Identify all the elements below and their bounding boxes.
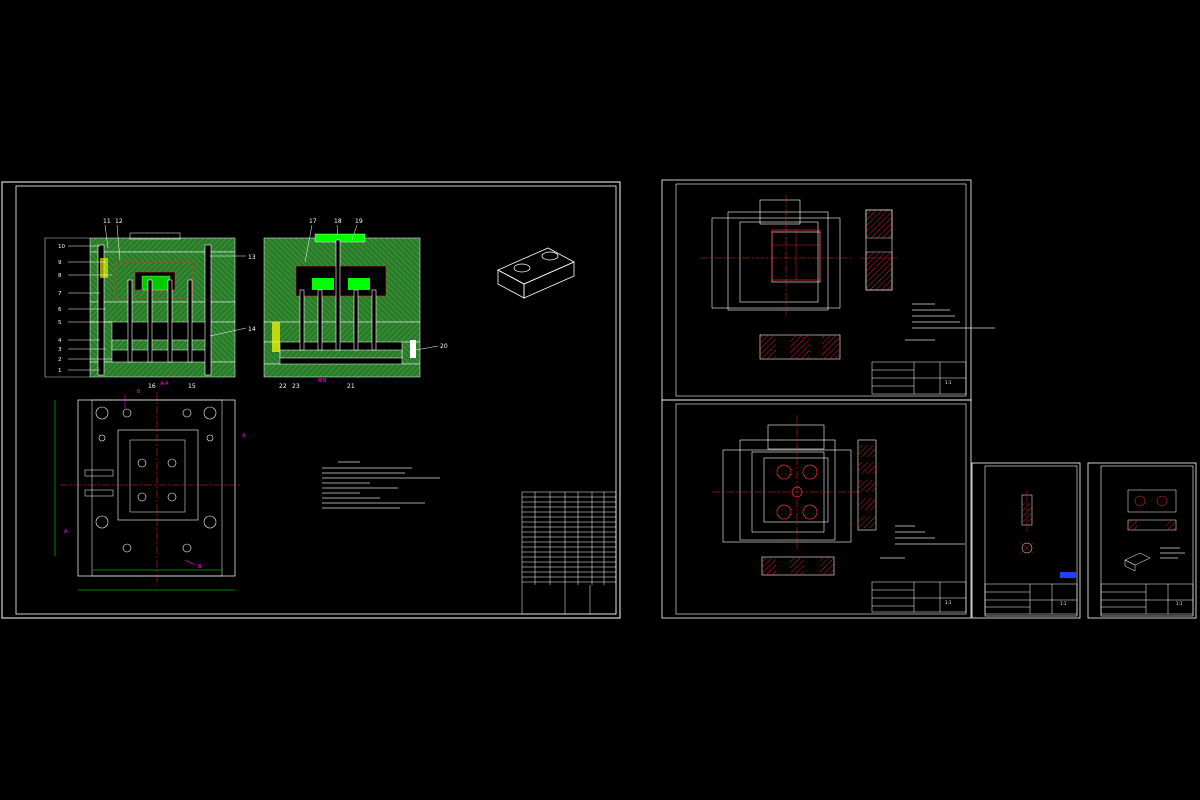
- part-number-10: 10: [58, 244, 65, 250]
- sheet4-scale: 1:1: [1060, 601, 1067, 606]
- bolt-hole: [95, 406, 109, 420]
- part-number-22: 22: [279, 383, 287, 390]
- sheet2-scale: 1:1: [945, 380, 952, 385]
- sheet5-scale: 1:1: [1176, 601, 1183, 606]
- part-number-23: 23: [292, 383, 300, 390]
- part-number-1: 1: [58, 368, 62, 374]
- bolt-hole: [203, 406, 217, 420]
- part-number-18: 18: [334, 218, 342, 225]
- sheet-part-drawing-4: 1:1: [971, 462, 1081, 619]
- section-label-a-a: A-A: [160, 381, 169, 387]
- bolt-hole: [203, 515, 217, 529]
- sheet-part-drawing-2: 1:1: [661, 179, 995, 401]
- leaders-left: [68, 245, 112, 371]
- part-number-14: 14: [248, 326, 256, 333]
- part-number-12: 12: [115, 218, 123, 225]
- section-view-a-a: [44, 232, 236, 378]
- part-number-21: 21: [347, 383, 355, 390]
- part-number-5: 5: [58, 320, 62, 326]
- section-label-b-b: B-B: [318, 378, 327, 384]
- part-number-17: 17: [309, 218, 317, 225]
- section-mark-b-bottom: B: [198, 564, 202, 570]
- bolt-hole: [167, 458, 177, 468]
- part-number-4: 4: [58, 338, 62, 344]
- sheet3-scale: 1:1: [945, 600, 952, 605]
- part-number-2: 2: [58, 357, 62, 363]
- section-view-b-b: [263, 233, 421, 378]
- bolt-hole: [122, 543, 132, 553]
- sheet-part-drawing-3: 1:1: [661, 399, 972, 619]
- section-mark-a-left: A: [64, 529, 68, 535]
- parts-list-table: [521, 491, 617, 615]
- part-number-11: 11: [103, 218, 111, 225]
- part-number-19: 19: [355, 218, 363, 225]
- bolt-hole: [137, 458, 147, 468]
- bolt-hole: [98, 434, 106, 442]
- isometric-part-view: [497, 247, 575, 299]
- bolt-hole: [122, 408, 132, 418]
- part-number-15: 15: [188, 383, 196, 390]
- part-number-8: 8: [58, 273, 62, 279]
- part-number-16: 16: [148, 383, 156, 390]
- part-number-7: 7: [58, 291, 62, 297]
- section-mark-a-top: A: [242, 433, 246, 439]
- part-number-6: 6: [58, 307, 62, 313]
- section-mark-b-top: B: [137, 389, 141, 395]
- part-number-9: 9: [58, 260, 62, 266]
- bolt-hole: [95, 515, 109, 529]
- bolt-hole: [137, 492, 147, 502]
- sheet1-border: [1, 181, 621, 619]
- sheet1-inner-frame: [15, 185, 617, 615]
- bolt-hole: [182, 543, 192, 553]
- bolt-hole: [182, 408, 192, 418]
- technical-notes: [322, 461, 440, 509]
- bolt-hole: [167, 492, 177, 502]
- plan-view: A A B B: [54, 389, 246, 591]
- part-number-3: 3: [58, 347, 62, 353]
- part-number-13: 13: [248, 254, 256, 261]
- sheet-part-drawing-5: 1:1: [1087, 462, 1197, 619]
- part-number-20: 20: [440, 343, 448, 350]
- bolt-hole: [206, 434, 214, 442]
- part-number-labels-left: 10 9 8 7 6 5 4 3 2 1: [58, 244, 65, 374]
